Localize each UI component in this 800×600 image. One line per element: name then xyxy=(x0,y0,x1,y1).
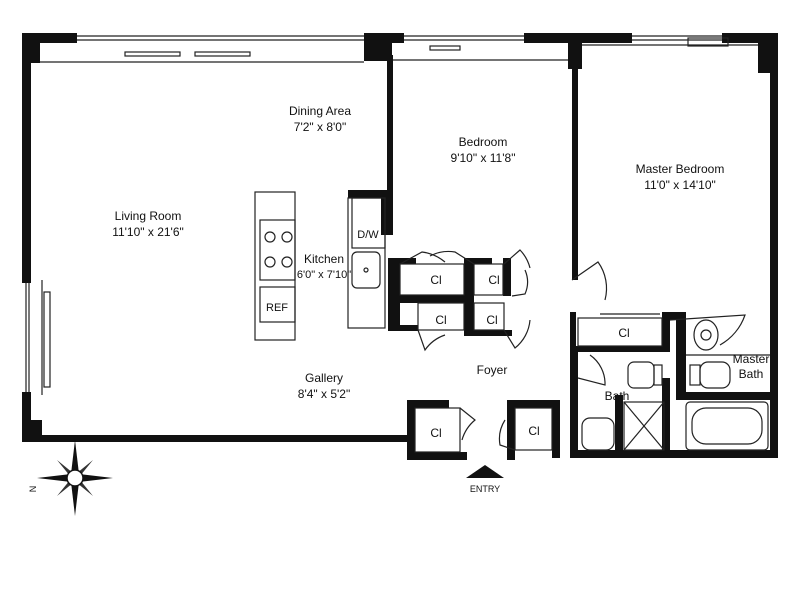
walls xyxy=(22,33,778,460)
master-bath-name-2: Bath xyxy=(739,367,764,381)
labels: Living Room 11'10" x 21'6" Dining Area 7… xyxy=(28,104,769,494)
bedroom-name: Bedroom xyxy=(459,135,508,149)
master-bedroom-name: Master Bedroom xyxy=(636,162,725,176)
living-room-dims: 11'10" x 21'6" xyxy=(112,225,184,239)
closet-label: Cl xyxy=(430,273,441,287)
closet-label: Cl xyxy=(528,424,539,438)
compass-icon xyxy=(37,440,113,516)
gallery-name: Gallery xyxy=(305,371,343,385)
kitchen-dims: 6'0" x 7'10" xyxy=(297,269,351,281)
closet-label: Cl xyxy=(435,313,446,327)
refrigerator-label: REF xyxy=(266,302,288,314)
thin-lines xyxy=(25,35,770,453)
living-room-name: Living Room xyxy=(115,209,182,223)
dining-area-dims: 7'2" x 8'0" xyxy=(294,120,346,134)
bedroom-dims: 9'10" x 11'8" xyxy=(451,151,516,165)
master-bath-name-1: Master xyxy=(733,352,770,366)
dining-area-name: Dining Area xyxy=(289,104,351,118)
closet-label: Cl xyxy=(618,326,629,340)
bath-name: Bath xyxy=(605,389,630,403)
gallery-dims: 8'4" x 5'2" xyxy=(298,387,350,401)
master-bedroom-dims: 11'0" x 14'10" xyxy=(644,178,716,192)
closet-label: Cl xyxy=(488,273,499,287)
closet-label: Cl xyxy=(430,426,441,440)
closet-label: Cl xyxy=(486,313,497,327)
entry-label: ENTRY xyxy=(470,484,500,494)
foyer-name: Foyer xyxy=(477,363,508,377)
compass-north-letter: N xyxy=(28,486,38,493)
dishwasher-label: D/W xyxy=(357,229,379,241)
entry-arrow-icon xyxy=(466,465,504,478)
kitchen-name: Kitchen xyxy=(304,252,344,266)
